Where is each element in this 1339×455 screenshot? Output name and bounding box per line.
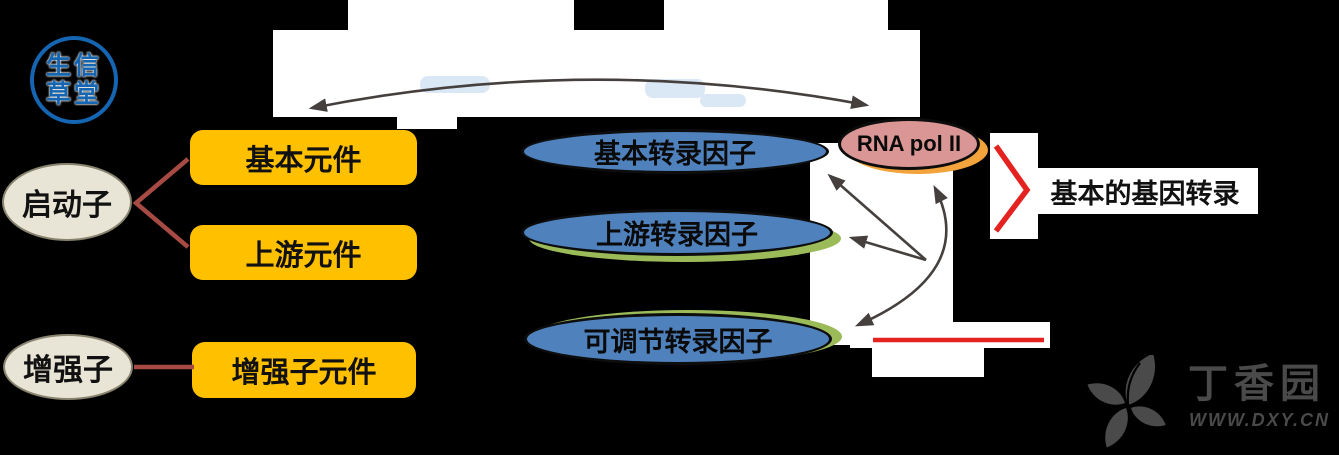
rna-pol-label: RNA pol II [856,131,962,156]
enhancer-label: 增强子 [23,354,113,387]
element-box-basal-label: 基本元件 [245,144,362,177]
result-caption-label: 基本的基因转录 [1050,178,1240,209]
background-patch [397,115,457,129]
factor-ellipse-basal: 基本转录因子 [521,129,829,174]
element-box-upstream-label: 上游元件 [245,239,362,272]
rna-pol-ellipse: RNA pol II [838,118,980,170]
factor-ellipse-upstream: 上游转录因子 [521,209,833,256]
smudge-decoration [420,76,490,93]
dxy-brand-url: WWW.DXY.CN [1189,410,1330,430]
promoter-connector [132,157,190,249]
background-patch [273,30,920,117]
element-box-basal: 基本元件 [190,130,417,185]
dxy-brand-name: 丁香园 [1188,362,1326,406]
factor-ellipse-basal-label: 基本转录因子 [594,139,756,169]
element-box-enhancer-label: 增强子元件 [231,357,377,389]
background-patch [872,345,984,377]
smudge-decoration [700,94,746,107]
enhancer-ellipse: 增强子 [3,334,133,400]
watermark-badge-line2: 草堂 [45,80,102,108]
background-patch [664,0,888,32]
background-patch [348,0,574,32]
promoter-ellipse: 启动子 [2,163,132,241]
watermark-badge: 生信 草堂 [30,36,118,124]
factor-ellipse-regulatory-label: 可调节转录因子 [583,326,773,357]
factor-ellipse-regulatory: 可调节转录因子 [524,313,832,365]
element-box-upstream: 上游元件 [190,225,417,280]
result-caption-box: 基本的基因转录 [1032,168,1258,214]
dxy-clover-icon [1087,355,1166,448]
factor-ellipse-upstream-label: 上游转录因子 [596,220,758,250]
chevron-box [990,133,1038,239]
element-box-enhancer: 增强子元件 [192,342,416,398]
promoter-label: 启动子 [22,189,112,222]
smudge-decoration [645,79,705,98]
watermark-badge-line1: 生信 [45,52,102,80]
